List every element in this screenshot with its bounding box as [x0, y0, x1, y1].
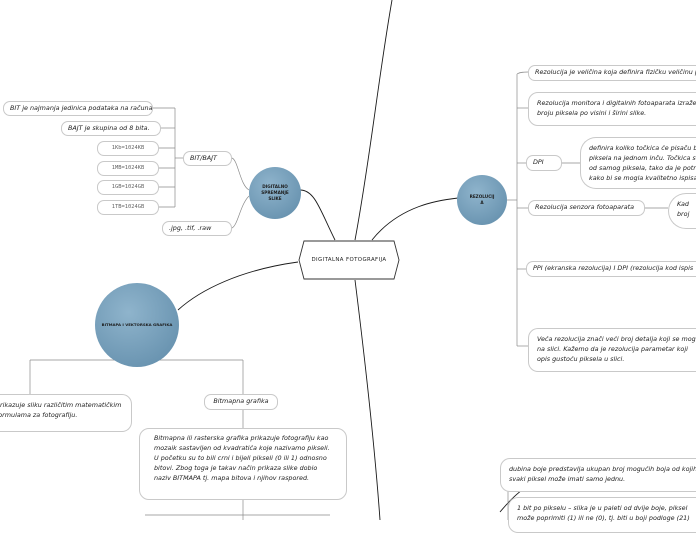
ppi-node[interactable]: PPI (ekranska rezolucija) I DPI (rezoluc… [526, 261, 696, 277]
rezolucija-definition-text: Rezolucija je veličina koja definira fiz… [535, 68, 696, 76]
bit-po-pikselu-node[interactable]: 1 bit po pikselu – slika je u paleti od … [508, 497, 696, 533]
vektorska-definition-node[interactable]: prikazuje sliku različitim matematičkim … [0, 394, 132, 432]
bit-po-pikselu-text: 1 bit po pikselu – slika je u paleti od … [517, 504, 690, 522]
bitmapna-grafika-text: Bitmapna grafika [213, 397, 269, 405]
senzor-node[interactable]: Rezolucija senzora fotoaparata [528, 200, 645, 216]
topic-digitalno-spremanje[interactable]: DIGITALNO SPREMANJE SLIKE [249, 167, 301, 219]
bit-definition-text: BIT je najmanja jedinica podataka na rač… [10, 104, 153, 112]
topic-rezolucija[interactable]: REZOLUCIJ A [457, 175, 507, 225]
kb-text: 1Kb=1024KB [111, 145, 145, 151]
kb-node[interactable]: 1Kb=1024KB [97, 141, 159, 156]
topic-digitalno-label: DIGITALNO SPREMANJE SLIKE [261, 184, 289, 201]
gb-text: 1GB=1024GB [111, 184, 145, 190]
tb-node[interactable]: 1TB=1024GB [97, 200, 159, 215]
rezolucija-monitora-node[interactable]: Rezolucija monitora i digitalnih fotoapa… [528, 92, 696, 126]
senzor-text: Rezolucija senzora fotoaparata [535, 203, 635, 211]
bit-definition-node[interactable]: BIT je najmanja jedinica podataka na rač… [3, 101, 153, 116]
senzor-child-text: Kad broj [677, 200, 690, 218]
connector-lines [29, 0, 668, 520]
bitmapna-grafika-node[interactable]: Bitmapna grafika [204, 394, 278, 410]
bajt-definition-text: BAJT je skupina od 8 bita. [68, 124, 150, 132]
central-topic-label: DIGITALNA FOTOGRAFIJA [311, 257, 387, 263]
topic-rezolucija-label: REZOLUCIJ A [469, 194, 495, 205]
senzor-child-node[interactable]: Kad broj [668, 193, 696, 229]
central-topic-shape [298, 240, 400, 280]
bitmapna-definition-text: Bitmapna ili rasterska grafika prikazuje… [154, 434, 330, 482]
dpi-node[interactable]: DPI [526, 155, 562, 171]
formats-text: .jpg, .tif, .raw [169, 224, 212, 232]
dpi-definition-text: definira koliko točkica će pisaču bi pik… [589, 144, 696, 182]
central-topic[interactable]: DIGITALNA FOTOGRAFIJA [298, 240, 400, 280]
dubina-boje-text: dubina boje predstavlja ukupan broj mogu… [509, 465, 696, 483]
mb-node[interactable]: 1MB=1024KB [97, 161, 159, 176]
bitmapna-definition-node[interactable]: Bitmapna ili rasterska grafika prikazuje… [139, 428, 347, 500]
rezolucija-definition-node[interactable]: Rezolucija je veličina koja definira fiz… [528, 65, 696, 81]
gb-node[interactable]: 1GB=1024GB [97, 180, 159, 195]
veca-rezolucija-node[interactable]: Veća rezolucija znači veći broj detalja … [528, 328, 696, 372]
dubina-boje-node[interactable]: dubina boje predstavlja ukupan broj mogu… [500, 458, 696, 492]
bitbajt-text: BIT/BAJT [190, 154, 217, 162]
tb-text: 1TB=1024GB [111, 204, 145, 210]
bajt-definition-node[interactable]: BAJT je skupina od 8 bita. [61, 121, 161, 136]
veca-rezolucija-text: Veća rezolucija znači veći broj detalja … [537, 335, 696, 363]
ppi-text: PPI (ekranska rezolucija) I DPI (rezoluc… [533, 264, 694, 272]
mb-text: 1MB=1024KB [111, 165, 145, 171]
dpi-definition-node[interactable]: definira koliko točkica će pisaču bi pik… [580, 137, 696, 189]
rezolucija-monitora-text: Rezolucija monitora i digitalnih fotoapa… [537, 99, 696, 117]
formats-node[interactable]: .jpg, .tif, .raw [162, 221, 232, 236]
bitbajt-node[interactable]: BIT/BAJT [183, 151, 232, 166]
topic-bitmapa-label: BITMAPA I VEKTORSKA GRAFIKA [101, 322, 173, 328]
topic-bitmapa-vektorska[interactable]: BITMAPA I VEKTORSKA GRAFIKA [95, 283, 179, 367]
dpi-text: DPI [533, 158, 544, 166]
vektorska-definition-text: prikazuje sliku različitim matematičkim … [0, 401, 122, 419]
